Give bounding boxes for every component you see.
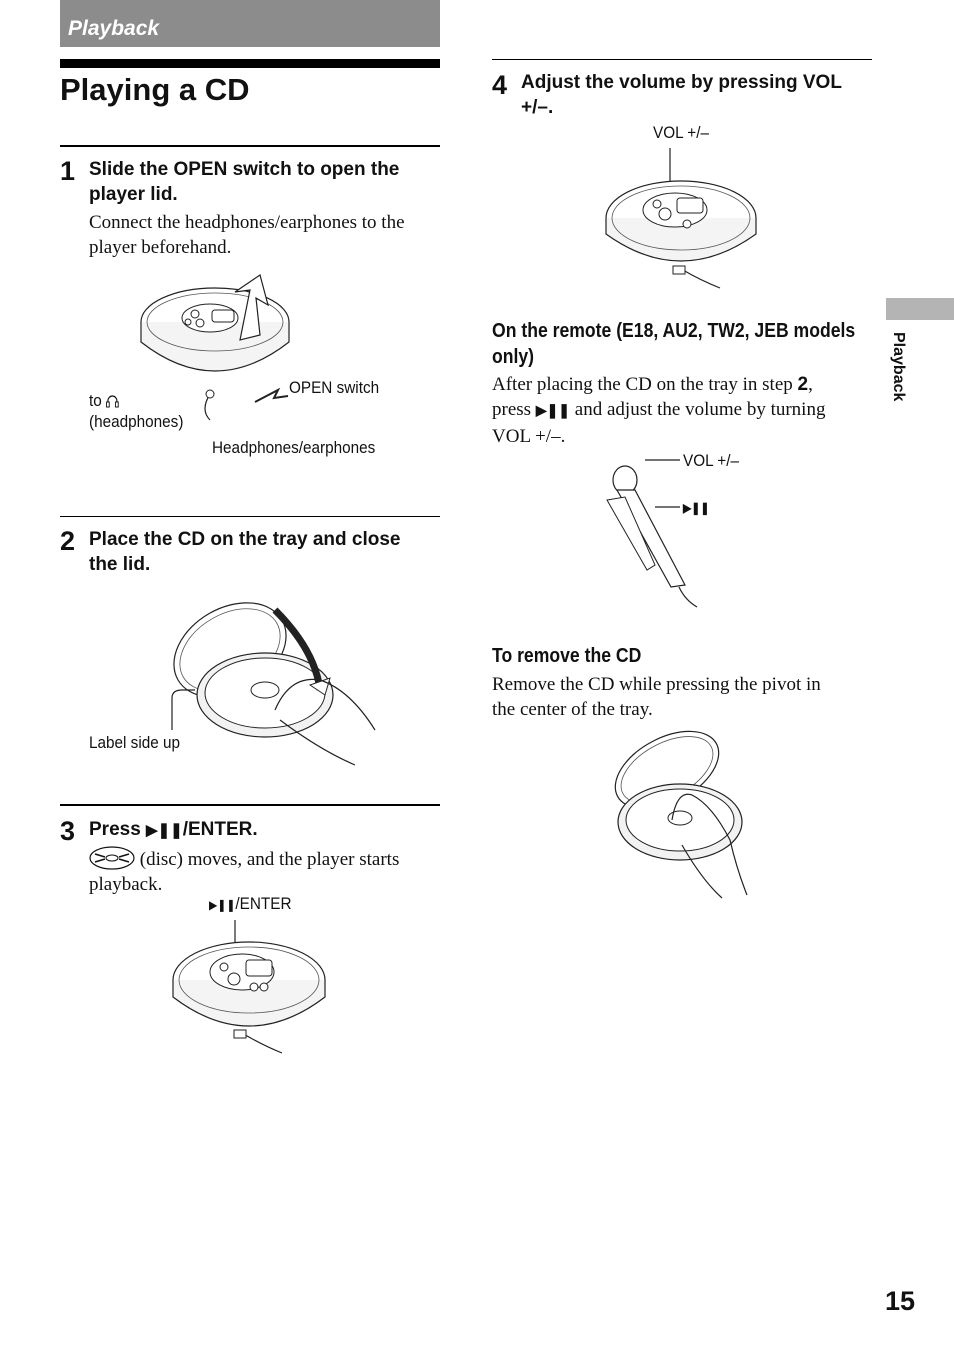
step-2-heading-line1: Place the CD on the tray and close bbox=[89, 529, 401, 550]
step-1-body: Connect the headphones/earphones to the … bbox=[89, 210, 405, 260]
step-2-heading: Place the CD on the tray and close the l… bbox=[89, 527, 400, 577]
step-2-heading-line2: the lid. bbox=[89, 554, 151, 575]
remove-cd-body-line1: Remove the CD while pressing the pivot i… bbox=[492, 674, 821, 695]
step-3-number: 3 bbox=[60, 816, 76, 846]
remove-cd-body-line2: the center of the tray. bbox=[492, 699, 653, 720]
play-pause-icon: ▶❚❚ bbox=[683, 501, 710, 515]
step-1-body-line1: Connect the headphones/earphones to the bbox=[89, 212, 405, 233]
page-number: 15 bbox=[885, 1286, 916, 1316]
step-4-heading-line2: +/–. bbox=[521, 97, 554, 118]
player-open-lid-illustration bbox=[140, 270, 300, 440]
play-pause-icon: ▶❚❚ bbox=[146, 822, 183, 839]
enter-label: ▶❚❚/ENTER bbox=[209, 894, 292, 914]
section-header-bar: Playback bbox=[60, 0, 440, 47]
step-3-heading-prefix: Press bbox=[89, 819, 147, 840]
step-3-body-line2: playback. bbox=[89, 874, 163, 895]
remote-body-line2: and adjust the volume by turning bbox=[570, 399, 826, 420]
remote-heading-line2: only) bbox=[492, 346, 535, 368]
remove-cd-heading: To remove the CD bbox=[492, 645, 642, 667]
remote-body-line2-start: press bbox=[492, 399, 536, 420]
side-tab bbox=[886, 298, 954, 320]
title-rule bbox=[60, 59, 440, 68]
remote-play-pause-label: ▶❚❚ bbox=[683, 497, 709, 517]
disc-spin-icon bbox=[89, 849, 140, 870]
play-pause-icon: ▶❚❚ bbox=[535, 404, 571, 419]
step-3-body-line1: (disc) moves, and the player starts bbox=[139, 849, 400, 870]
step-4-rule bbox=[492, 59, 872, 60]
remote-body-line3: VOL +/–. bbox=[492, 426, 566, 447]
remote-step-ref: 2 bbox=[797, 374, 809, 395]
step-1-heading-line1: Slide the OPEN switch to open the bbox=[89, 159, 400, 180]
cd-tray-illustration bbox=[170, 590, 380, 770]
player-closed-illustration bbox=[172, 915, 332, 1055]
remote-body-line1-end: , bbox=[808, 374, 813, 395]
section-header-label: Playback bbox=[68, 17, 160, 40]
enter-label-text: /ENTER bbox=[235, 894, 292, 913]
side-tab-label: Playback bbox=[890, 332, 907, 402]
step-1-heading-line2: player lid. bbox=[89, 184, 178, 205]
step-4-heading-line1: Adjust the volume by pressing VOL bbox=[521, 72, 842, 93]
play-pause-icon: ▶❚❚ bbox=[209, 898, 236, 912]
headphones-label: (headphones) bbox=[89, 412, 184, 431]
step-1-number: 1 bbox=[60, 156, 76, 186]
remote-body-line1: After placing the CD on the tray in step bbox=[492, 374, 798, 395]
step-4-heading: Adjust the volume by pressing VOL +/–. bbox=[521, 70, 842, 120]
page-title: Playing a CD bbox=[60, 72, 250, 107]
open-switch-label: OPEN switch bbox=[289, 378, 380, 397]
step-3-rule bbox=[60, 804, 440, 806]
remote-heading-line1: On the remote (E18, AU2, TW2, JEB models bbox=[492, 320, 856, 342]
to-label: to bbox=[89, 391, 102, 410]
remove-cd-illustration bbox=[612, 730, 762, 900]
step-3-heading-suffix: /ENTER. bbox=[182, 819, 258, 840]
headphones-icon bbox=[106, 391, 119, 410]
label-side-up-label: Label side up bbox=[89, 733, 181, 752]
headphones-earphones-label: Headphones/earphones bbox=[212, 438, 376, 457]
step-3-heading: Press ▶❚❚/ENTER. bbox=[89, 817, 258, 843]
step-1-body-line2: player beforehand. bbox=[89, 237, 232, 258]
remote-heading: On the remote (E18, AU2, TW2, JEB models… bbox=[492, 318, 855, 370]
remote-body: After placing the CD on the tray in step… bbox=[492, 372, 825, 449]
remote-vol-label: VOL +/– bbox=[683, 451, 739, 470]
step-2-rule bbox=[60, 516, 440, 517]
player-volume-illustration bbox=[605, 148, 765, 293]
headphones-jack-label: to bbox=[89, 391, 119, 411]
remove-cd-body: Remove the CD while pressing the pivot i… bbox=[492, 672, 821, 722]
step-2-number: 2 bbox=[60, 526, 76, 556]
step-1-rule bbox=[60, 145, 440, 147]
step-1-heading: Slide the OPEN switch to open the player… bbox=[89, 157, 399, 207]
vol-label: VOL +/– bbox=[653, 123, 709, 142]
remote-control-illustration bbox=[605, 455, 685, 610]
step-4-number: 4 bbox=[492, 70, 508, 100]
step-3-body: (disc) moves, and the player starts play… bbox=[89, 846, 399, 897]
